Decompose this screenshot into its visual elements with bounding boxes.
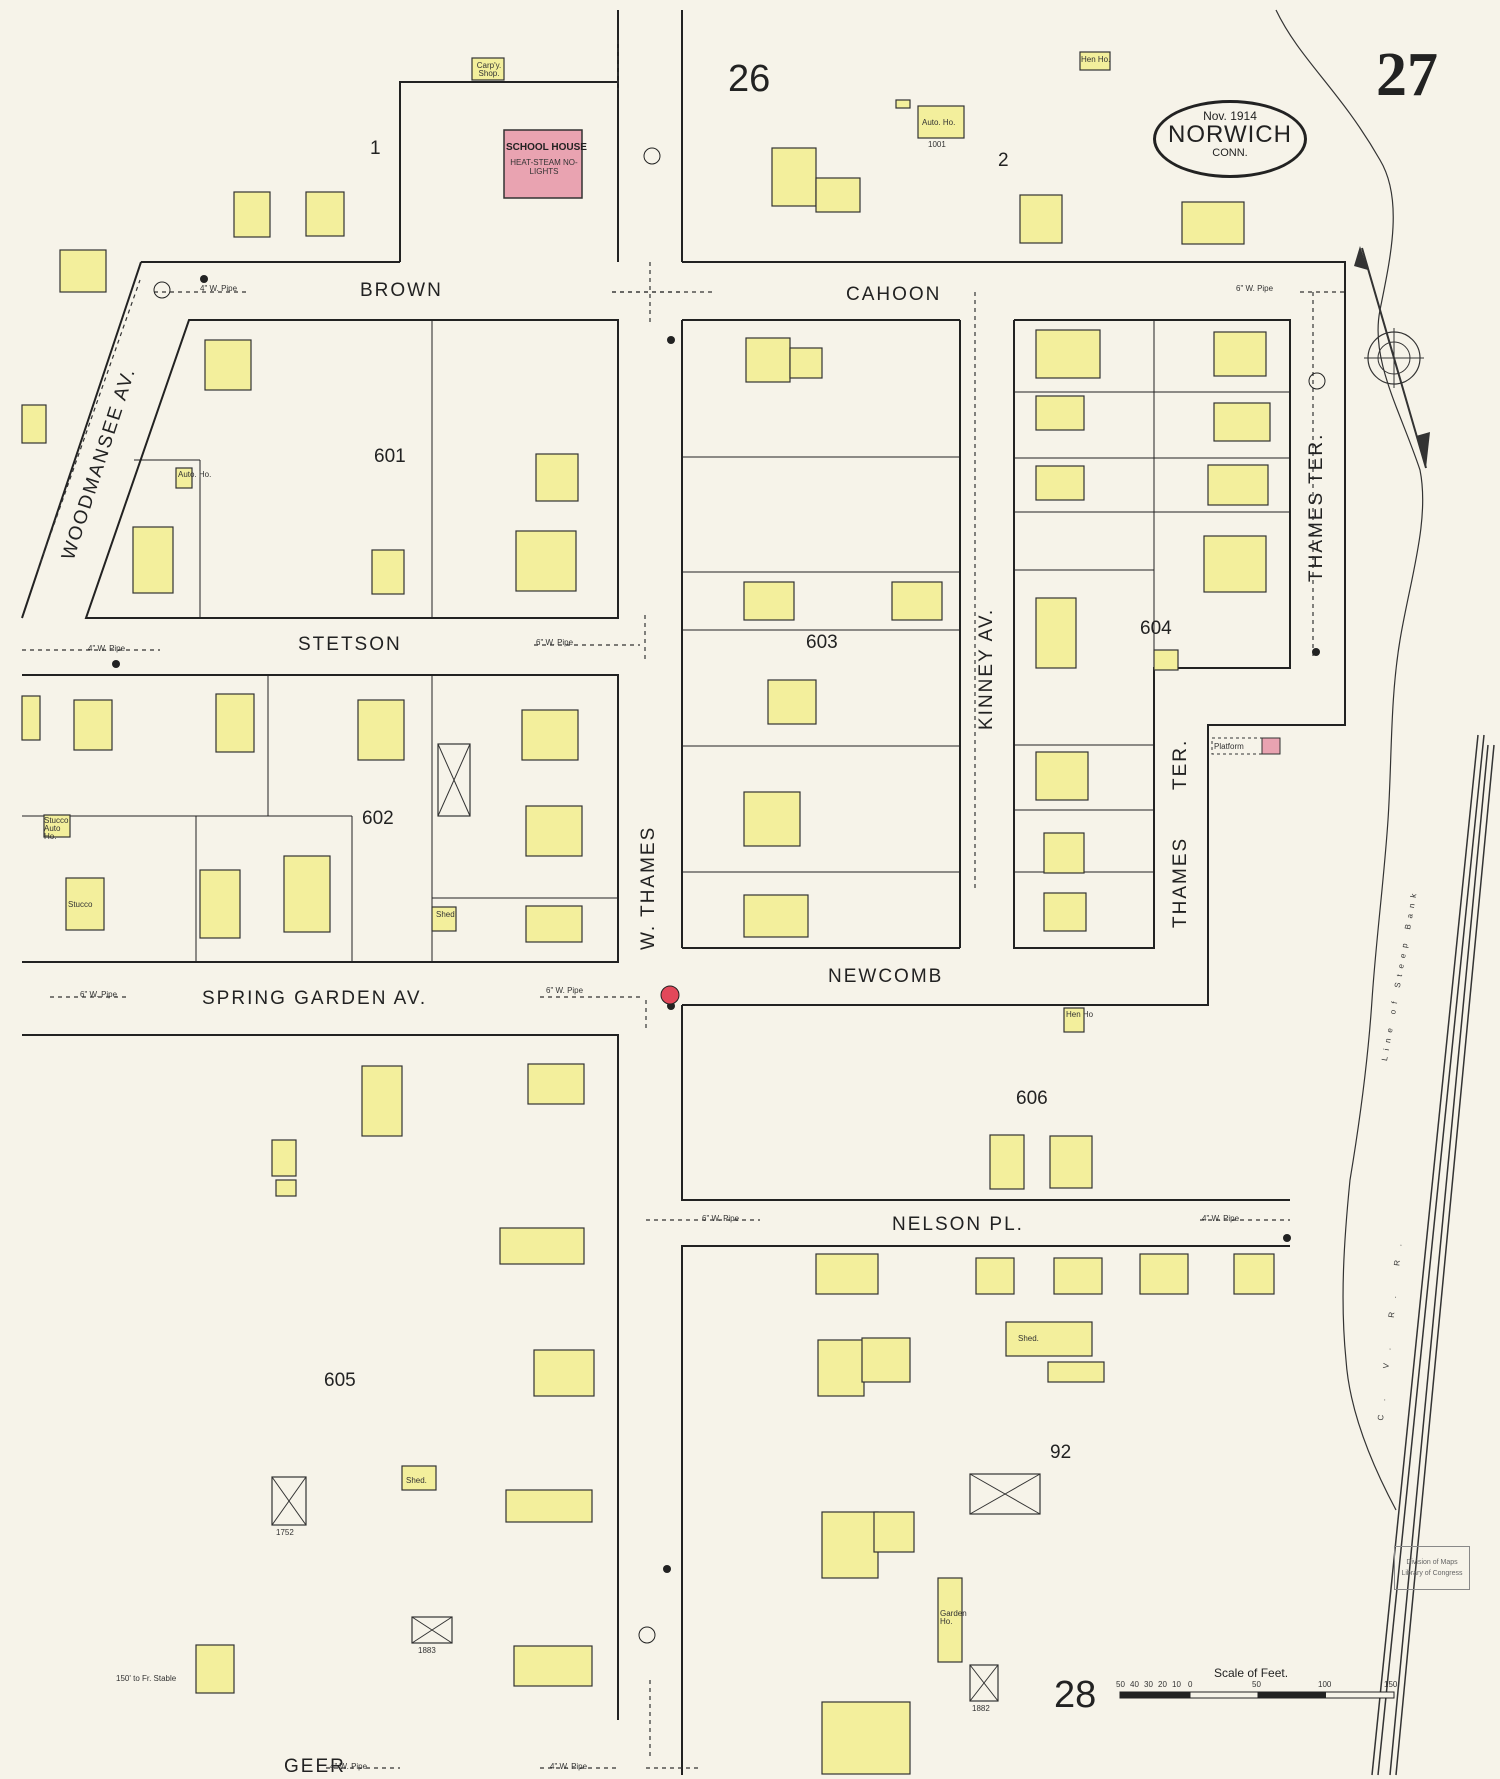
page-number: 27	[1376, 41, 1438, 109]
street-spring-garden: SPRING GARDEN AV.	[202, 988, 428, 1009]
block-605-outline	[22, 1034, 619, 1720]
scale-tick-0: 50	[1116, 1680, 1125, 1689]
map-date: Nov. 1914	[1203, 109, 1257, 123]
street-thames-ter-west-upper: TER.	[1170, 738, 1191, 790]
hen-ho-top-label: Hen Ho.	[1081, 55, 1111, 64]
platform-label: Platform	[1214, 742, 1244, 751]
street-newcomb: NEWCOMB	[828, 966, 944, 987]
scale-title: Scale of Feet.	[1214, 1666, 1289, 1680]
school-house-building	[503, 129, 583, 199]
scale-bar	[1119, 1691, 1395, 1699]
auto-ho-601-label: Auto. Ho.	[178, 470, 212, 479]
street-geer: GEER	[284, 1756, 346, 1777]
street-thames-ter-east: THAMES TER.	[1306, 432, 1327, 582]
stucco-label: Stucco	[68, 900, 93, 909]
shed-605-label: Shed.	[406, 1476, 427, 1485]
scale-tick-1: 40	[1130, 1680, 1139, 1689]
pipe-stetson-west: 4" W. Pipe	[88, 644, 126, 653]
scale-tick-3: 20	[1158, 1680, 1167, 1689]
stucco-auto-ho-label: Stucco Auto Ho.	[44, 816, 69, 841]
adjacent-sheet-south: 28	[1054, 1674, 1097, 1716]
library-stamp: Division of Maps Library of Congress	[1394, 1546, 1470, 1590]
dwellings	[21, 51, 1275, 1775]
shed-92-label: Shed.	[1018, 1334, 1039, 1343]
block-1-label: 1	[370, 138, 381, 159]
school-house-label: SCHOOL HOUSE	[506, 142, 587, 153]
pipe-nelson-west: 6" W. Pipe	[702, 1214, 740, 1223]
street-thames-ter-west-lower: THAMES	[1170, 836, 1191, 928]
block-603-label: 603	[806, 632, 838, 653]
pipe-geer-east: 4" W. Pipe	[550, 1762, 588, 1771]
hen-ho-606-label: Hen Ho	[1066, 1010, 1094, 1019]
pipe-nelson-east: 4" W. Pipe	[1202, 1214, 1240, 1223]
scale-tick-5: 0	[1188, 1680, 1193, 1689]
pipe-geer-west: 4" W. Pipe	[330, 1762, 368, 1771]
school-lot-outline	[399, 81, 618, 262]
block-92-label: 92	[1050, 1442, 1072, 1463]
auto-ho-label: Auto. Ho.	[922, 118, 956, 127]
scale-tick-6: 50	[1252, 1680, 1261, 1689]
compass-rose	[1354, 246, 1430, 469]
block-602-label: 602	[362, 808, 394, 829]
scale-tick-7: 100	[1318, 1680, 1332, 1689]
carp-shop-label: Carp'y. Shop.	[476, 61, 502, 78]
pipe-spring-garden-west: 6" W. Pipe	[80, 990, 118, 999]
block-2-label: 2	[998, 150, 1009, 171]
year-1882: 1882	[972, 1704, 990, 1713]
street-brown: BROWN	[360, 280, 443, 301]
street-cahoon: CAHOON	[846, 284, 942, 305]
city-cartouche: Nov. 1914 NORWICH CONN.	[1153, 100, 1307, 178]
scale-tick-2: 30	[1144, 1680, 1153, 1689]
school-house-detail: HEAT-STEAM NO-LIGHTS	[510, 158, 578, 176]
adjacent-sheet-north: 26	[728, 58, 771, 100]
year-1752: 1752	[276, 1528, 294, 1537]
block-602-outline	[22, 674, 619, 963]
pipe-cahoon: 6" W. Pipe	[1236, 284, 1274, 293]
street-kinney: KINNEY AV.	[976, 607, 997, 730]
block-605-label: 605	[324, 1370, 356, 1391]
scale-tick-4: 10	[1172, 1680, 1181, 1689]
block-601-outline	[84, 319, 619, 619]
block-601-label: 601	[374, 446, 406, 467]
city-name: NORWICH	[1168, 121, 1292, 148]
pipe-brown: 4" W. Pipe	[200, 284, 238, 293]
year-1883: 1883	[418, 1646, 436, 1655]
block-606-label: 606	[1016, 1088, 1048, 1109]
block-604-label: 604	[1140, 618, 1172, 639]
fr-stable-note: 150' to Fr. Stable	[116, 1674, 177, 1683]
street-nelson-pl: NELSON PL.	[892, 1214, 1024, 1235]
shed-602-label: Shed	[436, 910, 455, 919]
street-stetson: STETSON	[298, 634, 402, 655]
garden-ho-label: Garden Ho.	[940, 1609, 967, 1626]
num-1001: 1001	[928, 140, 946, 149]
pipe-spring-garden-east: 6" W. Pipe	[546, 986, 584, 995]
block-603-604-outline	[682, 261, 1346, 1006]
state-name: CONN.	[1212, 147, 1248, 159]
scale-tick-8: 150	[1384, 1680, 1398, 1689]
street-w-thames: W. THAMES	[638, 825, 659, 950]
pipe-stetson-east: 6" W. Pipe	[536, 638, 574, 647]
